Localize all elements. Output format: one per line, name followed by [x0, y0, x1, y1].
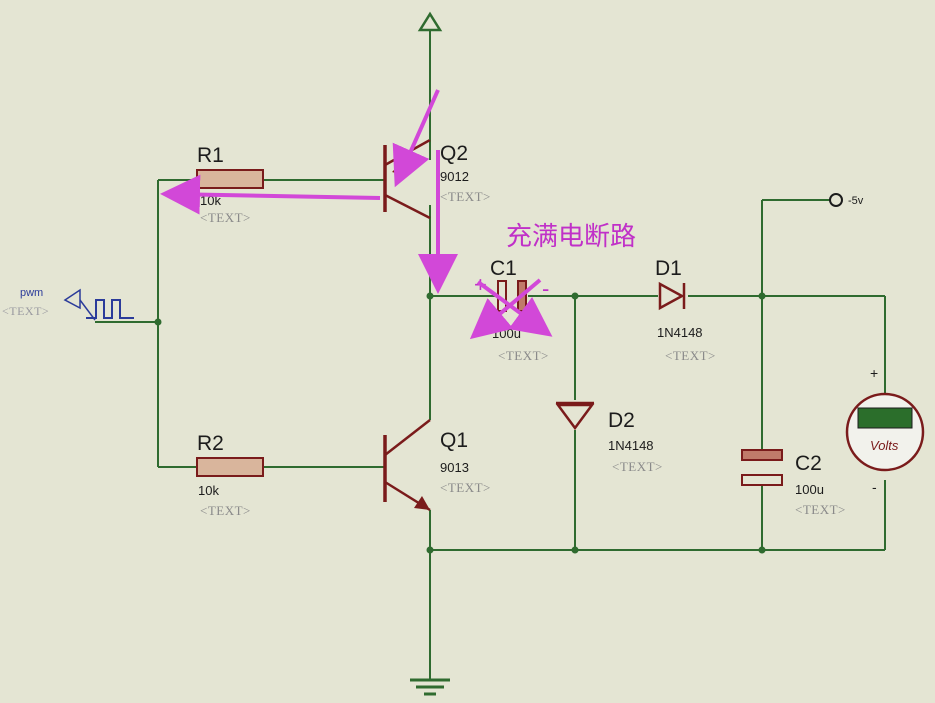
q2-text: <TEXT> — [440, 189, 491, 204]
r1-name: R1 — [197, 144, 224, 167]
q2-name: Q2 — [440, 142, 468, 165]
voltmeter-unit: Volts — [870, 438, 899, 453]
c2-value: 100u — [795, 482, 824, 497]
arrow-diag-icon — [392, 89, 440, 188]
r1-text: <TEXT> — [200, 210, 251, 225]
diode-d1[interactable]: D1 1N4148 <TEXT> — [655, 257, 716, 363]
wires — [95, 30, 886, 680]
resistor-r1-body — [196, 169, 264, 189]
d2-triangle-icon — [555, 403, 595, 431]
c1-minus-mark: - — [542, 276, 549, 301]
r2-name: R2 — [197, 432, 224, 455]
current-flow-arrows — [160, 89, 458, 294]
r2-text: <TEXT> — [200, 503, 251, 518]
capacitor-c2[interactable]: C2 100u <TEXT> — [741, 449, 846, 517]
power-arrow-icon — [417, 11, 443, 32]
d1-name: D1 — [655, 257, 682, 280]
c1-name: C1 — [490, 257, 517, 280]
cross-arrow-icon — [469, 278, 542, 340]
voltmeter-body — [845, 392, 925, 472]
c2-plate-bottom — [741, 474, 783, 486]
q2-value: 9012 — [440, 169, 469, 184]
pwm-text-label: <TEXT> — [2, 304, 49, 318]
q1-value: 9013 — [440, 460, 469, 475]
c2-plate-top — [741, 449, 783, 461]
q1-text: <TEXT> — [440, 480, 491, 495]
arrow-left-icon — [160, 174, 381, 215]
resistor-r1[interactable]: R1 10k <TEXT> — [196, 144, 264, 225]
resistor-r2[interactable]: R2 10k <TEXT> — [196, 432, 264, 518]
voltmeter-plus: + — [870, 365, 878, 381]
q1-emitter-arrow-icon — [414, 496, 430, 510]
voltmeter[interactable]: Volts + - — [845, 365, 925, 495]
voltmeter-minus: - — [872, 479, 877, 495]
terminal-label: -5v — [848, 195, 864, 207]
q1-name: Q1 — [440, 429, 468, 452]
annotation-label: 充满电断路 — [506, 222, 636, 252]
c2-name: C2 — [795, 452, 822, 475]
transistor-q1[interactable]: Q1 9013 <TEXT> — [383, 419, 491, 512]
d1-triangle-icon — [658, 281, 685, 311]
d2-text: <TEXT> — [612, 459, 663, 474]
transistor-q2[interactable]: Q2 9012 <TEXT> — [383, 130, 491, 220]
d1-text: <TEXT> — [665, 348, 716, 363]
pwm-label: pwm — [20, 287, 43, 299]
capacitor-c1[interactable]: C1 100u <TEXT> + - — [469, 257, 553, 363]
resistor-r2-body — [196, 457, 264, 477]
c2-text: <TEXT> — [795, 502, 846, 517]
d1-value: 1N4148 — [657, 325, 703, 340]
terminal-minus5v[interactable]: -5v — [829, 193, 864, 207]
r2-value: 10k — [198, 483, 219, 498]
voltmeter-display — [857, 407, 913, 429]
junction-dots — [154, 292, 766, 554]
c1-text: <TEXT> — [498, 348, 549, 363]
d2-name: D2 — [608, 409, 635, 432]
d2-value: 1N4148 — [608, 438, 654, 453]
square-wave-icon — [86, 299, 134, 319]
ground-icon — [410, 678, 450, 696]
source-triangle-icon — [63, 288, 81, 310]
diode-d2[interactable]: D2 1N4148 <TEXT> — [555, 401, 663, 474]
pwm-source[interactable]: pwm <TEXT> — [2, 287, 134, 321]
terminal-circle-icon — [829, 193, 843, 207]
c1-value: 100u — [492, 326, 521, 341]
